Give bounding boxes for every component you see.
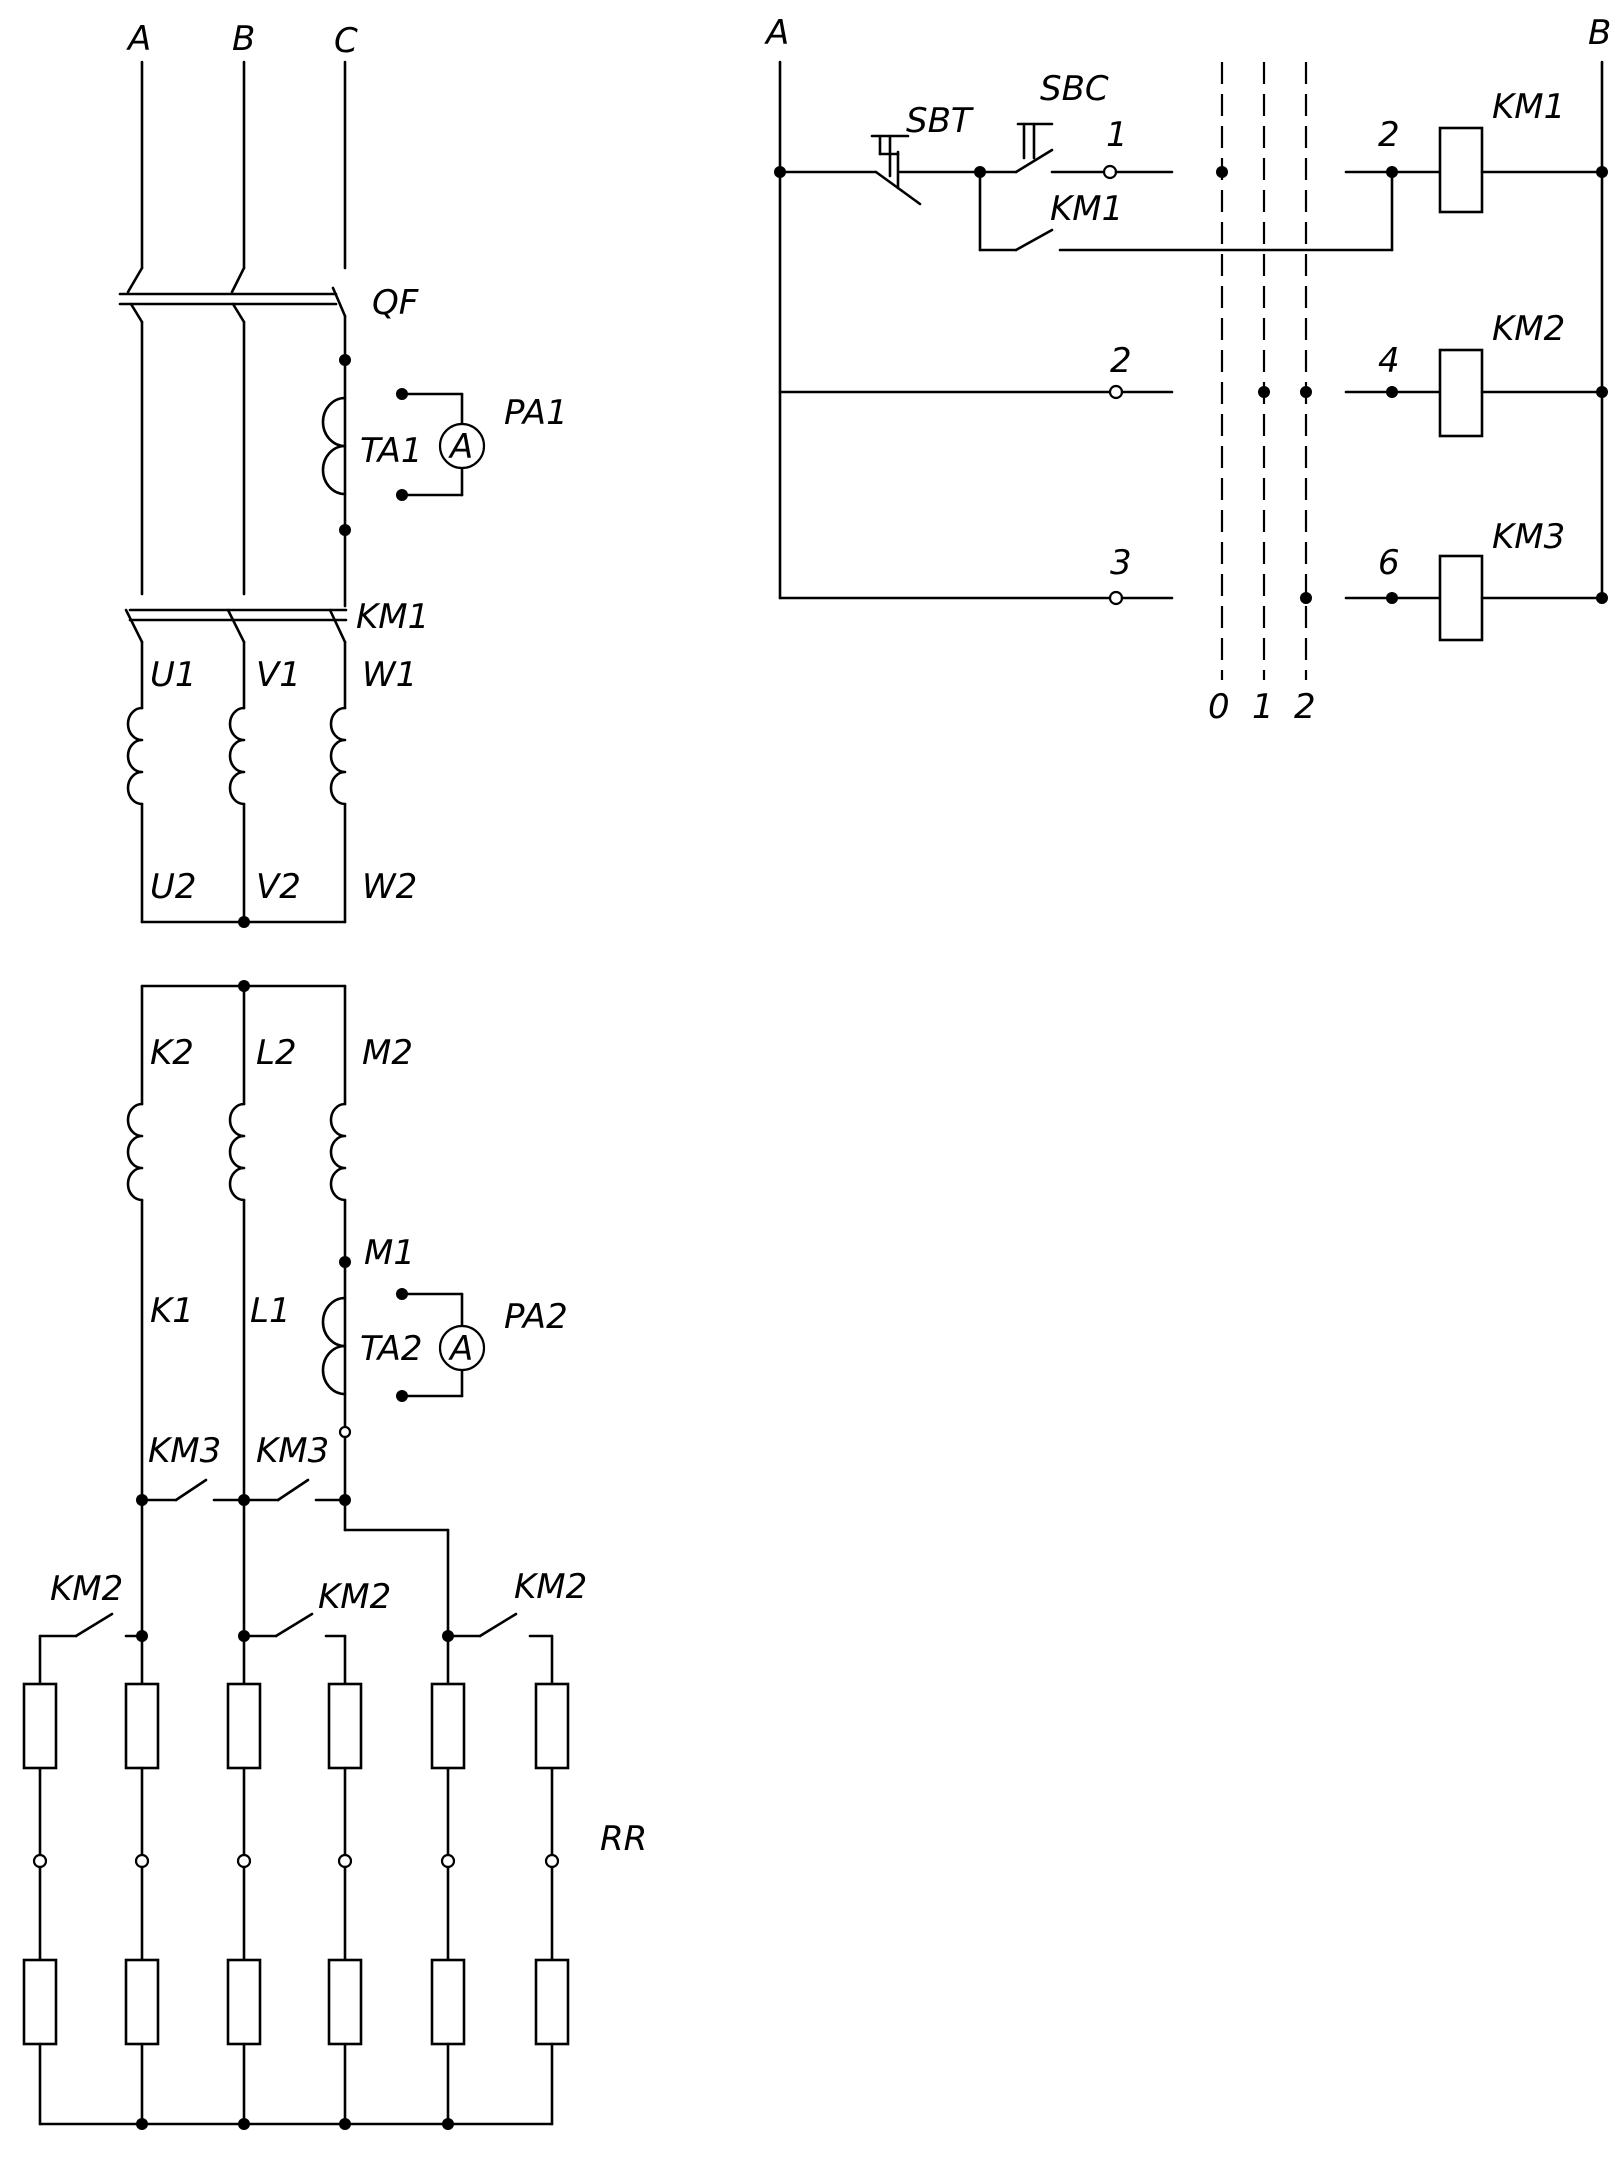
supply-lines [140, 60, 347, 270]
stator-end-u2: U2 [150, 867, 197, 907]
rung-3: 3 6 KM3 [778, 517, 1608, 642]
switch-position-0: 0 [1208, 687, 1230, 727]
km3-contact-label-2: KM3 [256, 1431, 329, 1471]
breaker-label: QF [372, 283, 419, 323]
rr-resistor-upper [226, 1682, 262, 1770]
stator-windings: U1 V1 W1 U2 V2 W2 [126, 640, 417, 928]
rotor-start-l1: L1 [250, 1291, 291, 1331]
coil-km1 [1438, 126, 1484, 214]
start-button-label: SBC [1040, 69, 1109, 109]
pa1-label: PA1 [504, 393, 568, 433]
power-circuit: A B C QF TA1 [22, 19, 647, 2130]
km3-contact-label-1: KM3 [148, 1431, 221, 1471]
ammeter-pa1: A PA1 [438, 393, 568, 470]
rr-resistor-upper [124, 1682, 160, 1770]
rr-resistor-upper [327, 1682, 363, 1770]
left-bus-label: A [764, 13, 789, 53]
rotor-end-l2: L2 [256, 1033, 297, 1073]
rotor-end-k2: K2 [150, 1033, 194, 1073]
ammeter-1-symbol: A [448, 427, 473, 467]
rr-resistor-lower [226, 1958, 262, 2046]
coil-km1-label: KM1 [1492, 87, 1565, 127]
right-terminal-4: 4 [1378, 341, 1400, 381]
holding-contact-label: KM1 [1050, 189, 1123, 229]
ta2-label: TA2 [360, 1329, 423, 1369]
right-terminal-2: 2 [1378, 115, 1400, 155]
rr-resistor-upper [534, 1682, 570, 1770]
left-terminal-2: 2 [1110, 341, 1132, 381]
rr-tap-terminal [544, 1853, 560, 1869]
ta1-label: TA1 [360, 431, 423, 471]
rotor-start-k1: K1 [150, 1291, 194, 1331]
stator-end-w2: W2 [362, 867, 417, 907]
rr-resistor-lower [534, 1958, 570, 2046]
rr-resistor-upper [430, 1682, 466, 1770]
right-terminal-6: 6 [1378, 543, 1400, 583]
right-bus-label: B [1588, 13, 1611, 53]
rr-tap-terminal [236, 1853, 252, 1869]
km2-contact-label-2: KM2 [318, 1577, 391, 1617]
phase-label-b: B [232, 19, 255, 59]
pa2-label: PA2 [504, 1297, 568, 1337]
coil-km2 [1438, 348, 1484, 438]
coil-km2-label: KM2 [1492, 309, 1565, 349]
stator-start-w1: W1 [362, 655, 417, 695]
rr-resistor-upper [22, 1682, 58, 1770]
rr-resistor-lower [430, 1958, 466, 2046]
breaker-qf: QF [118, 266, 419, 324]
switch-position-2: 2 [1294, 687, 1316, 727]
coil-km3 [1438, 554, 1484, 642]
rr-resistor-lower [124, 1958, 160, 2046]
phase-label-a: A [126, 19, 151, 59]
km1-power-label: KM1 [356, 597, 429, 637]
stop-button-label: SBT [906, 101, 974, 141]
rr-resistor-lower [327, 1958, 363, 2046]
left-terminal-1: 1 [1106, 115, 1128, 155]
rung-1: SBT SBC 1 KM1 2 KM1 [774, 69, 1608, 252]
rotor-end-m2: M2 [362, 1033, 413, 1073]
resistor-bank-label: RR [600, 1819, 647, 1859]
stator-end-v2: V2 [256, 867, 301, 907]
left-terminal-3: 3 [1110, 543, 1132, 583]
km2-contact-label-1: KM2 [50, 1569, 123, 1609]
rotor-start-m1: M1 [364, 1233, 415, 1273]
ammeter-2-symbol: A [448, 1329, 473, 1369]
rr-resistor-lower [22, 1958, 58, 2046]
stator-start-u1: U1 [150, 655, 197, 695]
current-transformer-ta1: TA1 [321, 354, 464, 536]
rotor-windings: K2 L2 M2 K1 L1 M1 [126, 980, 415, 1502]
rr-tap-terminal [134, 1853, 150, 1869]
phase-label-c: C [334, 21, 358, 61]
stator-start-v1: V1 [256, 655, 301, 695]
resistor-bank-rr [22, 1634, 570, 2130]
coil-km3-label: KM3 [1492, 517, 1565, 557]
rung-2: 2 4 KM2 [778, 309, 1608, 438]
controller-switch: 0 1 2 [1208, 62, 1316, 727]
control-circuit: A B SBT SBC [764, 13, 1611, 727]
stage3-contacts-km3: KM3 KM3 [136, 1431, 351, 1532]
rr-tap-terminal [440, 1853, 456, 1869]
switch-position-1: 1 [1252, 687, 1274, 727]
ammeter-pa2: A PA2 [438, 1297, 568, 1372]
km2-contact-label-3: KM2 [514, 1567, 587, 1607]
main-contactor-km1: KM1 [124, 597, 429, 644]
rr-tap-terminal [337, 1853, 353, 1869]
stage2-contacts-km2: KM2 KM2 KM2 [38, 1567, 587, 1642]
rr-tap-terminal [32, 1853, 48, 1869]
